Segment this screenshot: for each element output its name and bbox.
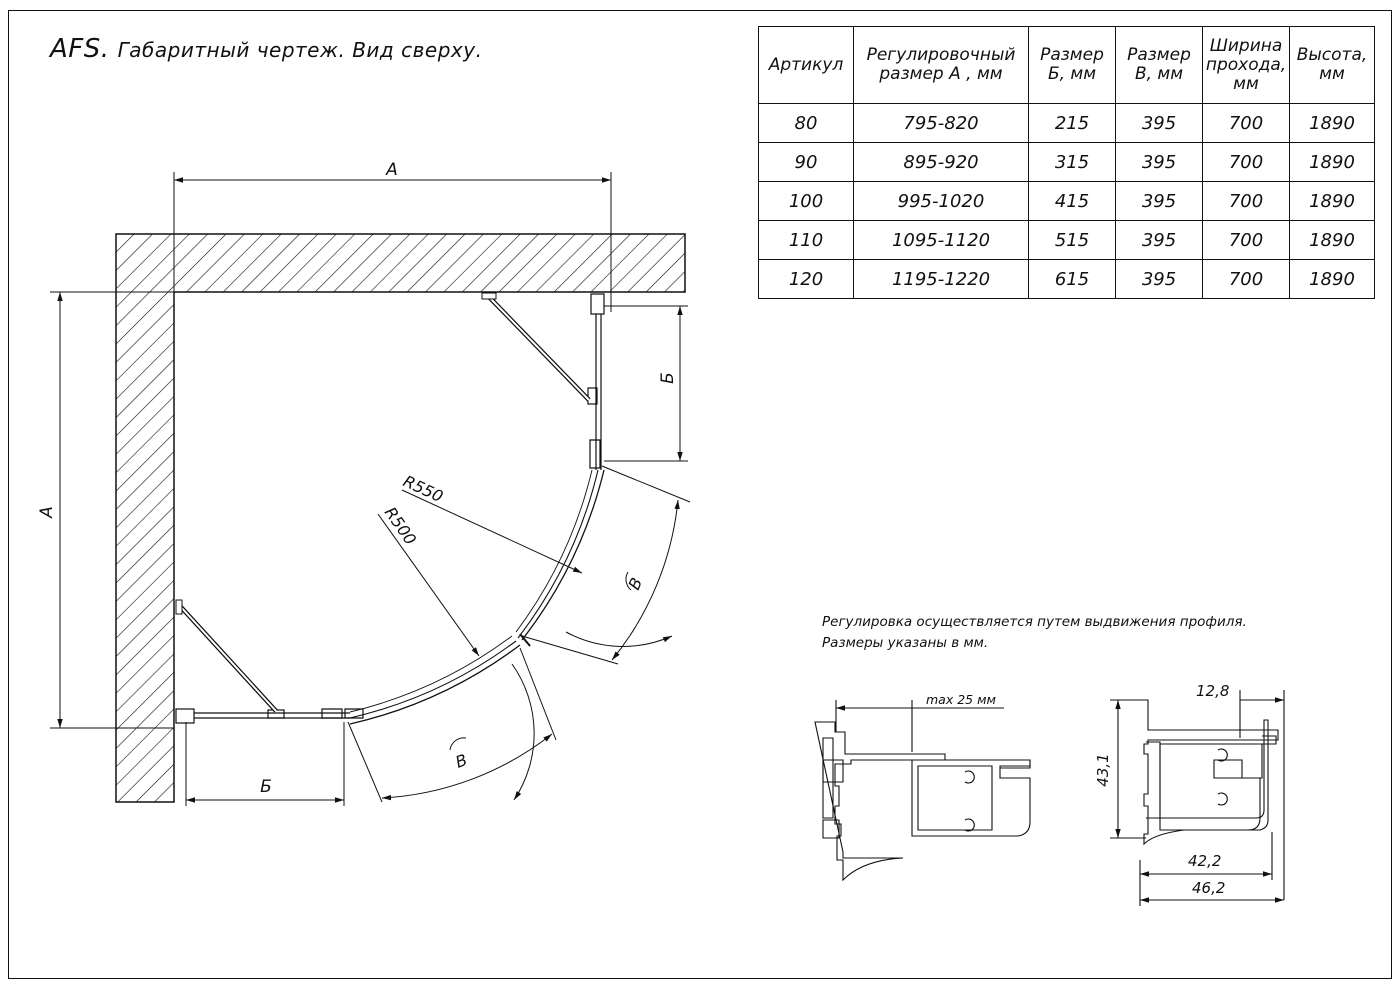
title-brand: AFS. [50, 34, 110, 64]
table-row: 120 1195-1220 615 395 700 1890 [758, 259, 1375, 299]
cell-passage: 700 [1202, 259, 1290, 299]
cell-adjust: 995-1020 [853, 181, 1029, 221]
cell-passage: 700 [1202, 142, 1290, 182]
sheet-frame [8, 10, 1392, 979]
cell-b: 615 [1028, 259, 1116, 299]
cell-passage: 700 [1202, 220, 1290, 260]
profile-section-1 [814, 700, 1031, 882]
cell-v: 395 [1115, 181, 1203, 221]
shower-enclosure [175, 293, 605, 725]
cell-height: 1890 [1289, 103, 1375, 143]
dim-v-bottom [347, 647, 557, 803]
dim-42-2-label: 42,2 [1188, 852, 1221, 870]
header-article: Артикул [758, 26, 854, 104]
cell-article: 80 [758, 103, 854, 143]
cell-article: 120 [758, 259, 854, 299]
dim-b-right-label: Б [658, 372, 678, 384]
stabilizer-rods [175, 292, 591, 713]
cell-v: 395 [1115, 103, 1203, 143]
adjustment-note: Регулировка осуществляется путем выдвиже… [822, 612, 1247, 654]
spec-table-header-row: Артикул Регулировочный размер А , мм Раз… [758, 26, 1375, 104]
cell-height: 1890 [1289, 181, 1375, 221]
table-row: 80 795-820 215 395 700 1890 [758, 103, 1375, 143]
cell-article: 110 [758, 220, 854, 260]
radius-leaders [377, 489, 583, 657]
dim-b-vertical [604, 305, 688, 462]
cell-passage: 700 [1202, 181, 1290, 221]
dim-46-2-label: 46,2 [1192, 879, 1225, 897]
fixed-panel-hinge-2 [267, 709, 285, 719]
cell-adjust: 895-920 [853, 142, 1029, 182]
header-height: Высота, мм [1289, 26, 1375, 104]
dim-v-bottom-label: В [453, 750, 470, 772]
cell-v: 395 [1115, 220, 1203, 260]
note-line-1: Регулировка осуществляется путем выдвиже… [822, 614, 1247, 630]
cell-b: 315 [1028, 142, 1116, 182]
title-text: Габаритный чертеж. Вид сверху. [117, 38, 483, 62]
dim-12-8-label: 12,8 [1196, 682, 1229, 700]
dim-b-bottom-label: Б [260, 777, 272, 797]
radius-outer-label: R550 [400, 471, 446, 506]
cell-adjust: 795-820 [853, 103, 1029, 143]
max-25-label: max 25 мм [926, 692, 996, 707]
profile-section-2 [1110, 690, 1285, 906]
dim-v-right [521, 465, 691, 665]
header-adjust-size: Регулировочный размер А , мм [853, 26, 1029, 104]
cell-article: 90 [758, 142, 854, 182]
dim-a-vertical [50, 291, 174, 729]
cell-b: 515 [1028, 220, 1116, 260]
header-size-b: Размер Б, мм [1028, 26, 1116, 104]
dim-43-1-label: 43,1 [1094, 753, 1112, 786]
table-row: 100 995-1020 415 395 700 1890 [758, 181, 1375, 221]
cell-height: 1890 [1289, 142, 1375, 182]
cell-adjust: 1195-1220 [853, 259, 1029, 299]
cell-b: 415 [1028, 181, 1116, 221]
cell-v: 395 [1115, 259, 1203, 299]
cell-height: 1890 [1289, 259, 1375, 299]
dim-b-horizontal [185, 722, 345, 806]
table-row: 110 1095-1120 515 395 700 1890 [758, 220, 1375, 260]
table-row: 90 895-920 315 395 700 1890 [758, 142, 1375, 182]
dim-a-top-label: А [385, 160, 398, 180]
cell-article: 100 [758, 181, 854, 221]
cell-b: 215 [1028, 103, 1116, 143]
header-passage-width: Ширина прохода, мм [1202, 26, 1290, 104]
spec-table: Артикул Регулировочный размер А , мм Раз… [758, 26, 1375, 299]
dim-a-horizontal [173, 172, 612, 312]
header-size-v: Размер В, мм [1115, 26, 1203, 104]
note-line-2: Размеры указаны в мм. [822, 635, 989, 651]
cell-height: 1890 [1289, 220, 1375, 260]
top-wall-profile [590, 293, 605, 315]
drawing-title: AFS. Габаритный чертеж. Вид сверху. [50, 34, 482, 64]
left-wall-profile [175, 708, 195, 724]
cell-passage: 700 [1202, 103, 1290, 143]
cell-v: 395 [1115, 142, 1203, 182]
cell-adjust: 1095-1120 [853, 220, 1029, 260]
dim-v-right-label: В [624, 575, 646, 593]
dim-a-left-label: А [37, 506, 57, 519]
